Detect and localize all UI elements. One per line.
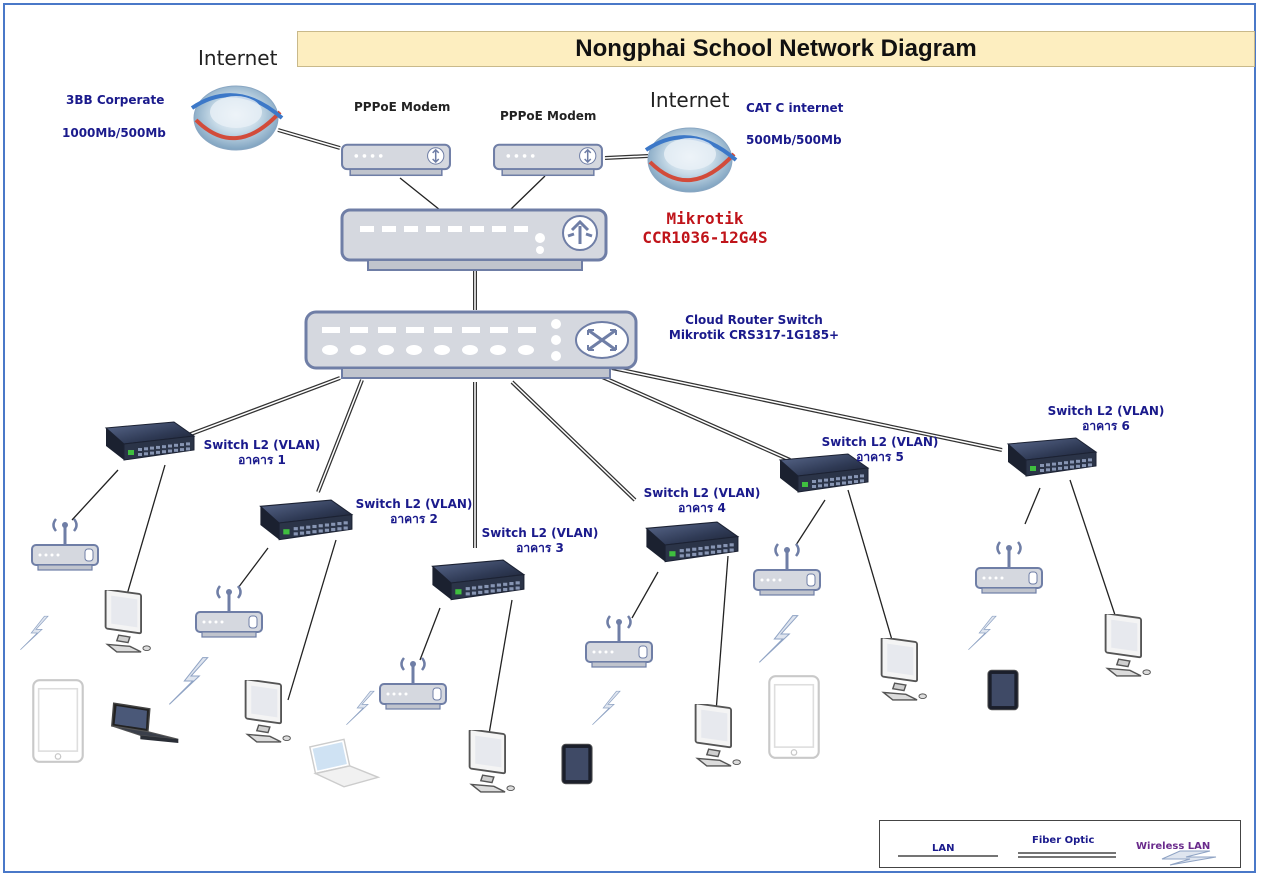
lan-modem2-router [509,175,546,211]
router-label-line2: CCR1036-12G4S [642,228,768,247]
pc-5-icon [880,638,928,701]
lan-sw2-pc [287,539,337,701]
switch-6-label-line1: Switch L2 (VLAN) [1047,404,1165,418]
switch-4-label-line1: Switch L2 (VLAN) [643,486,761,500]
pc-2-icon [244,680,292,743]
lan-sw6-ap [1024,487,1041,525]
lan-sw2-ap [237,547,269,589]
switch-3-label: Switch L2 (VLAN) อาคาร 3 [478,526,602,556]
internet-left-speed: 1000Mb/500Mb [62,126,166,140]
lan-sw3-pc [487,599,513,741]
lan-sw1-pc [125,464,166,599]
switch-3-icon [431,559,525,601]
switch-3-label-line1: Switch L2 (VLAN) [481,526,599,540]
access-point-6-icon [974,540,1044,595]
switch-4-icon [645,521,739,563]
switch-1-label-line1: Switch L2 (VLAN) [203,438,321,452]
wireless-bolt-6-icon [967,615,997,651]
lan-sw4-ap [631,571,659,619]
tablet-5-icon [768,675,820,759]
switch-1-icon [105,421,195,461]
internet-right-label: Internet [650,88,730,112]
wireless-bolt-3-icon [345,690,375,726]
core-switch-label-line1: Cloud Router Switch [685,313,823,327]
switch-2-label-line2: อาคาร 2 [390,512,438,526]
laptop-3-icon [309,738,379,788]
lan-sw4-pc [715,555,729,713]
switch-6-label: Switch L2 (VLAN) อาคาร 6 [1044,404,1168,434]
switch-4-label: Switch L2 (VLAN) อาคาร 4 [640,486,764,516]
legend-lan-label: LAN [932,843,955,854]
core-switch-label-line2: Mikrotik CRS317-1G185+ [668,328,840,342]
fiber-links [174,128,1003,548]
wireless-bolt-2-icon [168,657,209,705]
core-switch-icon [304,310,638,379]
access-point-4-icon [584,614,654,669]
internet-right-speed: 500Mb/500Mb [746,133,842,147]
core-router-icon [340,208,608,271]
access-point-2-icon [194,584,264,639]
internet-left-globe-icon [190,85,284,151]
internet-left-label: Internet [198,46,278,70]
internet-right-provider: CAT C internet [746,101,844,115]
lan-sw5-ap [795,499,826,546]
switch-5-label: Switch L2 (VLAN) อาคาร 5 [818,435,942,465]
lan-sw3-ap [419,607,441,661]
fiber-core-to-sw4 [510,380,637,502]
legend-fiber-label: Fiber Optic [1032,835,1095,846]
pc-6-icon [1104,614,1152,677]
access-point-3-icon [378,656,448,711]
diagram-frame [3,3,1256,873]
legend: LAN Fiber Optic Wireless LAN [879,820,1241,868]
fiber-core-to-sw5 [599,374,791,462]
modem-2-label: PPPoE Modem [500,109,597,123]
switch-1-label: Switch L2 (VLAN) อาคาร 1 [200,438,324,468]
fiber-core-to-sw6 [611,366,1003,452]
internet-left-provider: 3BB Corperate [66,93,165,107]
internet-right-globe-icon [644,127,738,193]
router-label-line1: Mikrotik [666,209,744,228]
switch-6-label-line2: อาคาร 6 [1082,419,1130,433]
fiber-core-to-sw2 [316,379,364,493]
switch-5-label-line2: อาคาร 5 [856,450,904,464]
switch-4-label-line2: อาคาร 4 [678,501,726,515]
legend-wireless-bolt-icon [1161,850,1217,866]
tablet-6-icon [987,669,1019,711]
pppoe-modem-1-icon [340,143,452,177]
legend-symbols [898,850,1217,866]
switch-1-label-line2: อาคาร 1 [238,453,286,467]
wireless-bolt-5-icon [758,615,799,663]
fiber-internet-to-modem2 [604,154,649,160]
pppoe-modem-2-icon [492,143,604,177]
lan-sw1-ap [71,469,119,521]
diagram-title: Nongphai School Network Diagram [297,31,1255,67]
fiber-internet-to-modem1 [277,128,341,150]
modem-1-label: PPPoE Modem [354,100,451,114]
laptop-2-icon [111,702,180,744]
wireless-bolt-1-icon [19,615,49,651]
lan-sw5-pc [847,489,893,641]
tablet-4-icon [561,743,593,785]
switch-2-label-line1: Switch L2 (VLAN) [355,497,473,511]
tablet-1-icon [32,679,84,763]
lan-modem1-router [399,177,441,211]
pc-4-icon [694,704,742,767]
fiber-core-to-sw1 [174,376,341,442]
access-point-1-icon [30,517,100,572]
switch-2-icon [259,499,353,541]
lan-links [71,175,1117,741]
access-point-5-icon [752,542,822,597]
pc-1-icon [104,590,152,653]
wireless-bolt-4-icon [591,690,621,726]
switch-2-label: Switch L2 (VLAN) อาคาร 2 [352,497,476,527]
switch-5-label-line1: Switch L2 (VLAN) [821,435,939,449]
lan-sw6-pc [1069,479,1117,619]
switch-6-icon [1007,437,1097,477]
pc-3-icon [468,730,516,793]
legend-wireless-label: Wireless LAN [1136,841,1211,852]
switch-3-label-line2: อาคาร 3 [516,541,564,555]
